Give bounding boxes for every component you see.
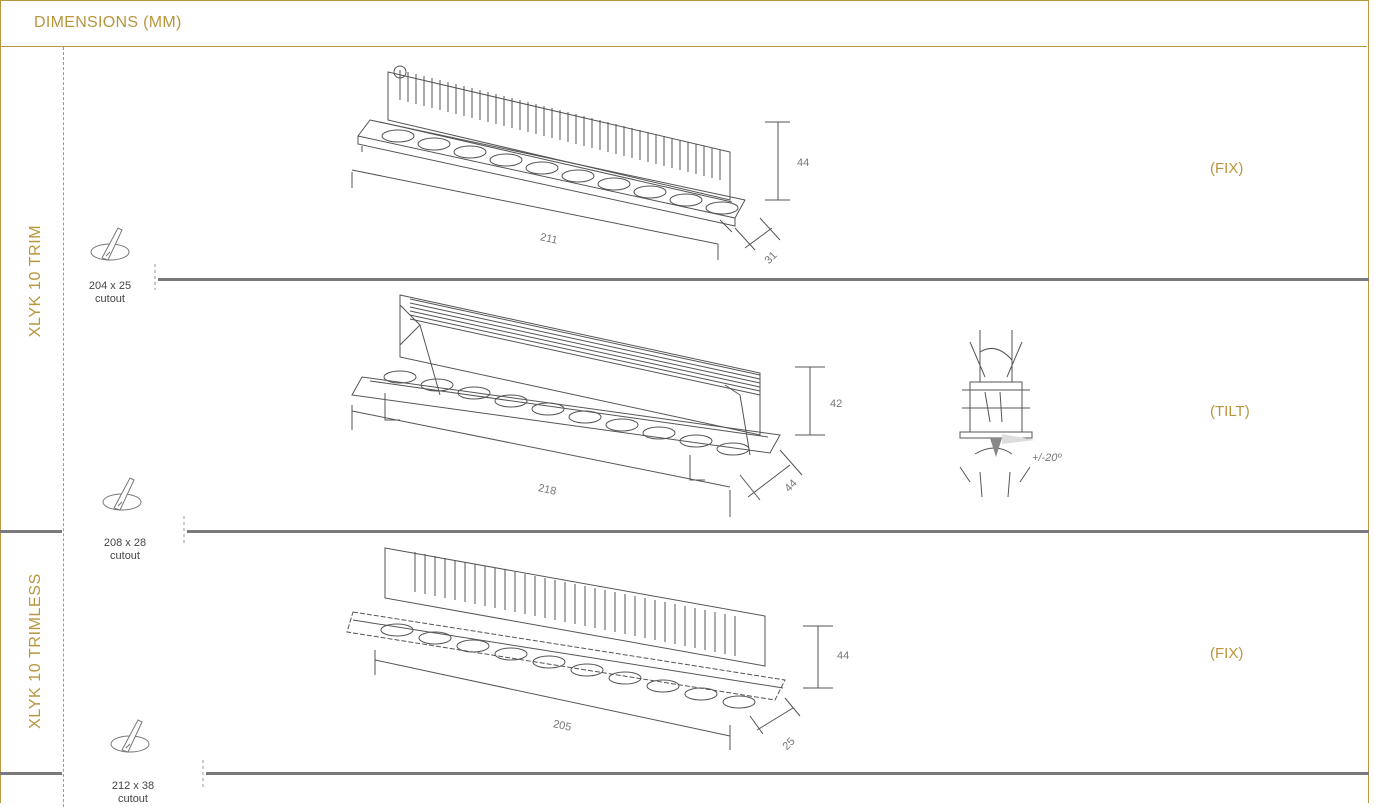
cutout-size: 204 x 25 (88, 280, 132, 292)
cutout-word: cutout (118, 793, 148, 805)
height-dimension: 42 (830, 398, 843, 410)
cutout-label: 212 x 38 cutout (93, 780, 173, 806)
row-separator (187, 530, 1369, 533)
ceiling-cutout-icon (102, 477, 142, 511)
cutout-size: 212 x 38 (111, 780, 155, 792)
panel-title: DIMENSIONS (MM) (34, 14, 182, 31)
cutout-size: 208 x 28 (103, 537, 147, 549)
cutout-label: 204 x 25 cutout (70, 280, 150, 306)
ceiling-cutout-icon (90, 227, 130, 261)
height-dimension: 44 (837, 650, 850, 662)
fixture-drawing-trim-tilt (351, 294, 825, 517)
mount-mode-label: (FIX) (1210, 645, 1244, 662)
ceiling-cutout-icon (110, 719, 150, 753)
cutout-word: cutout (110, 550, 140, 562)
tilt-side-view (959, 330, 1035, 498)
mount-mode-label: (TILT) (1210, 403, 1250, 420)
cutout-word: cutout (95, 293, 125, 305)
row-separator (0, 772, 62, 775)
row-separator (158, 278, 1369, 281)
fixture-drawing-trimless-fix (346, 547, 833, 750)
panel-header: DIMENSIONS (MM) (0, 0, 1367, 47)
label-column-divider (63, 47, 64, 807)
mount-mode-label: (FIX) (1210, 160, 1244, 177)
height-dimension: 44 (797, 157, 810, 169)
tilt-angle: +/-20º (1032, 452, 1062, 464)
cutout-label: 208 x 28 cutout (85, 537, 165, 563)
fixture-drawing-trim-fix (351, 65, 790, 260)
row-separator (0, 530, 62, 533)
row-separator (206, 772, 1369, 775)
